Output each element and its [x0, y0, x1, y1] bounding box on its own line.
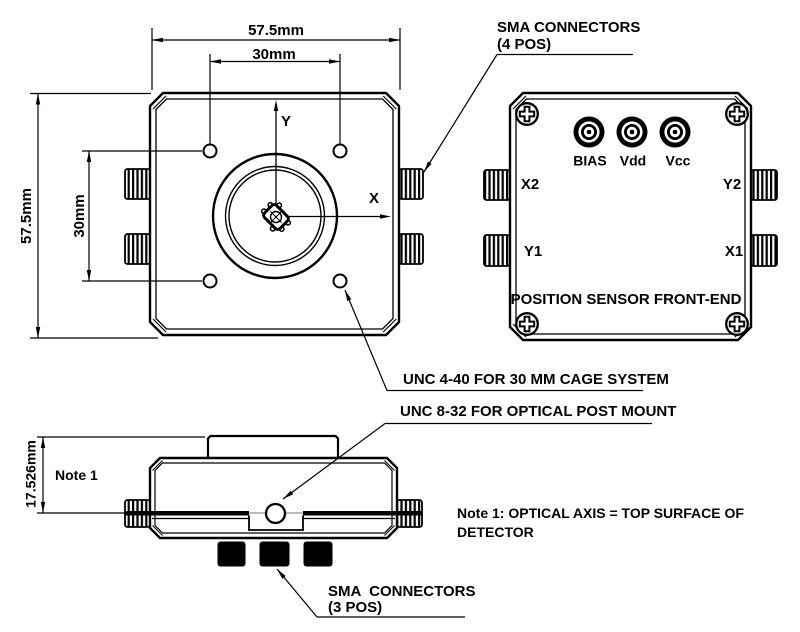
- annotation-sma3-line1: SMA CONNECTORS: [328, 583, 476, 600]
- dim-label-height-outer: 57.5mm: [18, 188, 36, 244]
- axis-y-label: Y: [280, 113, 292, 131]
- side-housing-inner-line: [154, 462, 393, 534]
- side-housing-outline: [148, 456, 399, 540]
- dimension-lines: [37, 436, 205, 514]
- port-label-y1: Y1: [523, 243, 543, 261]
- coax-jacks: [573, 116, 691, 148]
- annotation-sma4-line2: (4 POS): [497, 36, 552, 53]
- leader-sma3: [276, 568, 465, 618]
- phillips-screw-icon: [725, 312, 749, 336]
- coax-jack-icon: [659, 116, 691, 148]
- dim-label-width-outer: 57.5mm: [248, 22, 304, 40]
- front-corner-bevels: [152, 95, 397, 333]
- face-caption: POSITION SENSOR FRONT-END: [510, 291, 742, 309]
- top-plate: [206, 434, 340, 458]
- dim-label-width-inner: 30mm: [252, 46, 296, 64]
- note1-text: Note 1: OPTICAL AXIS = TOP SURFACE OF DE…: [457, 505, 744, 540]
- dimension-lines: [30, 28, 401, 339]
- coax-jack-icon: [616, 116, 648, 148]
- port-label-x2: X2: [520, 176, 540, 194]
- annotation-sma4-line1: SMA CONNECTORS: [497, 19, 641, 36]
- phillips-screw-icon: [515, 102, 539, 126]
- side-view: [37, 434, 423, 567]
- coordinate-axes: [273, 100, 391, 219]
- annotation-sma3-line2: (3 POS): [328, 599, 383, 616]
- leader-unc440: [344, 289, 643, 392]
- cage-holes: [202, 143, 348, 289]
- note-ref-label: Note 1: [55, 467, 98, 483]
- face-housing-outline: [508, 91, 753, 342]
- jack-label-vcc: Vcc: [665, 152, 691, 169]
- leader-unc832: [282, 422, 652, 500]
- phillips-screw-icon: [725, 102, 749, 126]
- corner-screws: [515, 102, 749, 336]
- face-view: [483, 91, 778, 342]
- phillips-screw-icon: [515, 312, 539, 336]
- annotation-unc440: UNC 4-40 FOR 30 MM CAGE SYSTEM: [403, 371, 669, 388]
- front-housing-inner-line: [155, 98, 394, 330]
- coax-jack-icon: [573, 116, 605, 148]
- leader-lines: [276, 53, 652, 618]
- detector-chip: [260, 201, 292, 233]
- side-corner-bevels: [152, 460, 395, 536]
- leader-sma4: [423, 53, 633, 173]
- sma-connector-side: [483, 169, 778, 267]
- port-label-x1: X1: [724, 243, 744, 261]
- annotation-unc832: UNC 8-32 FOR OPTICAL POST MOUNT: [400, 403, 677, 420]
- optical-axis-plate: [125, 511, 422, 531]
- axis-x-label: X: [368, 190, 380, 208]
- dim-label-side-height: 17.526mm: [22, 440, 39, 508]
- post-mount-hole: [264, 502, 287, 525]
- jack-label-bias: BIAS: [573, 152, 607, 169]
- port-label-y2: Y2: [722, 176, 742, 194]
- dim-label-height-inner: 30mm: [71, 194, 89, 238]
- jack-label-vdd: Vdd: [619, 152, 647, 169]
- sma-connectors-bottom: [217, 541, 333, 567]
- front-view: [30, 28, 424, 339]
